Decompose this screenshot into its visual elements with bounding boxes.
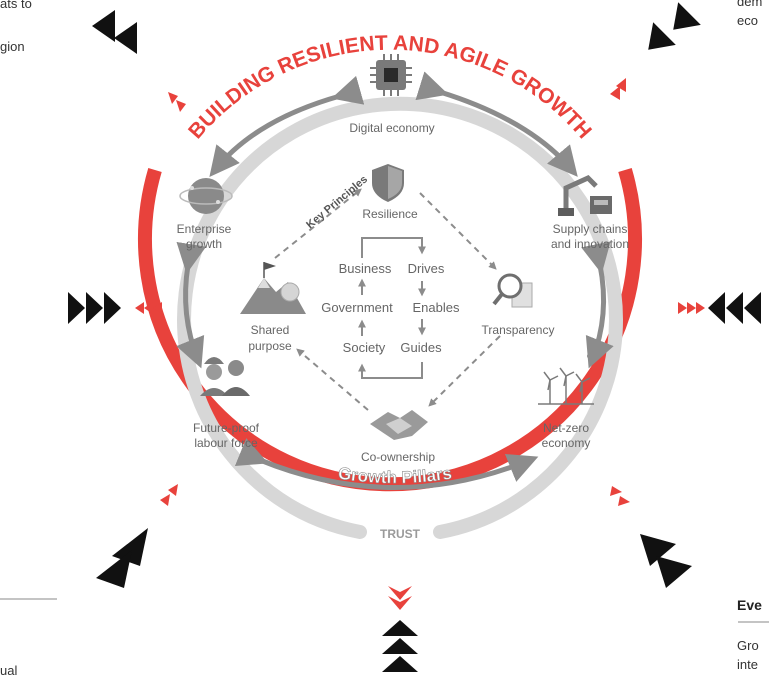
svg-text:Drives: Drives bbox=[408, 261, 445, 276]
svg-text:Society: Society bbox=[343, 340, 386, 355]
left-text-bottom: ual bbox=[0, 663, 18, 678]
magnifier-icon bbox=[492, 273, 533, 308]
chevrons-top-left bbox=[92, 10, 186, 112]
chevrons-left bbox=[68, 292, 162, 324]
right-text-line-4: inte bbox=[737, 657, 758, 672]
red-outer-ring bbox=[138, 168, 642, 492]
right-text-line-1: dem bbox=[737, 0, 763, 9]
arrow-enterprise-labour bbox=[176, 241, 207, 369]
svg-text:Transparency: Transparency bbox=[482, 323, 555, 337]
svg-text:purpose: purpose bbox=[248, 339, 292, 353]
microchip-icon bbox=[370, 54, 412, 96]
chevrons-bottom bbox=[382, 586, 418, 672]
coownership-node: Co-ownership bbox=[361, 410, 435, 464]
resilience-node: Resilience bbox=[362, 164, 418, 221]
labour-force-node: Future-proof labour force bbox=[193, 357, 260, 450]
digital-economy-node: Digital economy bbox=[349, 54, 435, 135]
arrow-digital-enterprise bbox=[209, 75, 365, 178]
svg-text:growth: growth bbox=[186, 237, 222, 251]
mountain-flag-icon bbox=[240, 262, 306, 314]
arrow-digital-supply bbox=[415, 71, 578, 177]
svg-text:labour force: labour force bbox=[194, 436, 258, 450]
svg-text:economy: economy bbox=[542, 436, 591, 450]
robot-arm-icon bbox=[558, 175, 612, 216]
svg-text:Guides: Guides bbox=[400, 340, 442, 355]
svg-text:Enables: Enables bbox=[413, 300, 460, 315]
svg-text:Net-zero: Net-zero bbox=[543, 421, 589, 435]
svg-text:Enterprise: Enterprise bbox=[177, 222, 232, 236]
wind-turbine-icon bbox=[538, 367, 594, 405]
chevrons-bottom-right bbox=[610, 486, 692, 588]
right-text-line-2: eco bbox=[737, 13, 758, 28]
svg-text:Supply chains: Supply chains bbox=[553, 222, 628, 236]
arrow-supply-netzero bbox=[581, 241, 614, 369]
trust-ring bbox=[177, 96, 623, 539]
supply-chains-node: Supply chains and innovation bbox=[551, 175, 629, 251]
chevrons-bottom-left bbox=[96, 484, 178, 588]
arrow-pillars-bottom bbox=[234, 438, 539, 490]
svg-text:Government: Government bbox=[321, 300, 393, 315]
svg-text:Business: Business bbox=[339, 261, 392, 276]
right-text-line-3: Gro bbox=[737, 638, 759, 653]
svg-text:Digital economy: Digital economy bbox=[349, 121, 434, 135]
net-zero-node: Net-zero economy bbox=[538, 353, 594, 450]
trust-label: TRUST bbox=[380, 527, 421, 541]
principles-diamond bbox=[274, 188, 501, 411]
right-heading: Eve bbox=[737, 597, 762, 613]
svg-text:Resilience: Resilience bbox=[362, 207, 418, 221]
transparency-node: Transparency bbox=[482, 273, 555, 337]
center-flow-box bbox=[358, 237, 426, 379]
svg-text:Co-ownership: Co-ownership bbox=[361, 450, 435, 464]
enterprise-growth-node: Enterprise growth bbox=[177, 178, 233, 251]
workers-icon bbox=[200, 357, 250, 396]
svg-text:Future-proof: Future-proof bbox=[193, 421, 260, 435]
left-text-line-1: ats to bbox=[0, 0, 32, 11]
chevrons-top-right bbox=[610, 2, 701, 100]
chevrons-right bbox=[678, 292, 761, 324]
left-text-line-2: gion bbox=[0, 39, 25, 54]
handshake-icon bbox=[370, 410, 428, 440]
shared-purpose-node: Shared purpose bbox=[240, 262, 306, 353]
svg-text:and innovation: and innovation bbox=[551, 237, 629, 251]
key-principles-label: Key Principles bbox=[304, 173, 370, 231]
globe-network-icon bbox=[179, 178, 233, 214]
pillar-cycle-arrows bbox=[176, 71, 614, 490]
growth-pillars-label: Growth Pillars bbox=[337, 464, 453, 488]
center-flow-text: Business Drives Government Enables Socie… bbox=[321, 261, 460, 355]
svg-text:Shared: Shared bbox=[251, 323, 290, 337]
